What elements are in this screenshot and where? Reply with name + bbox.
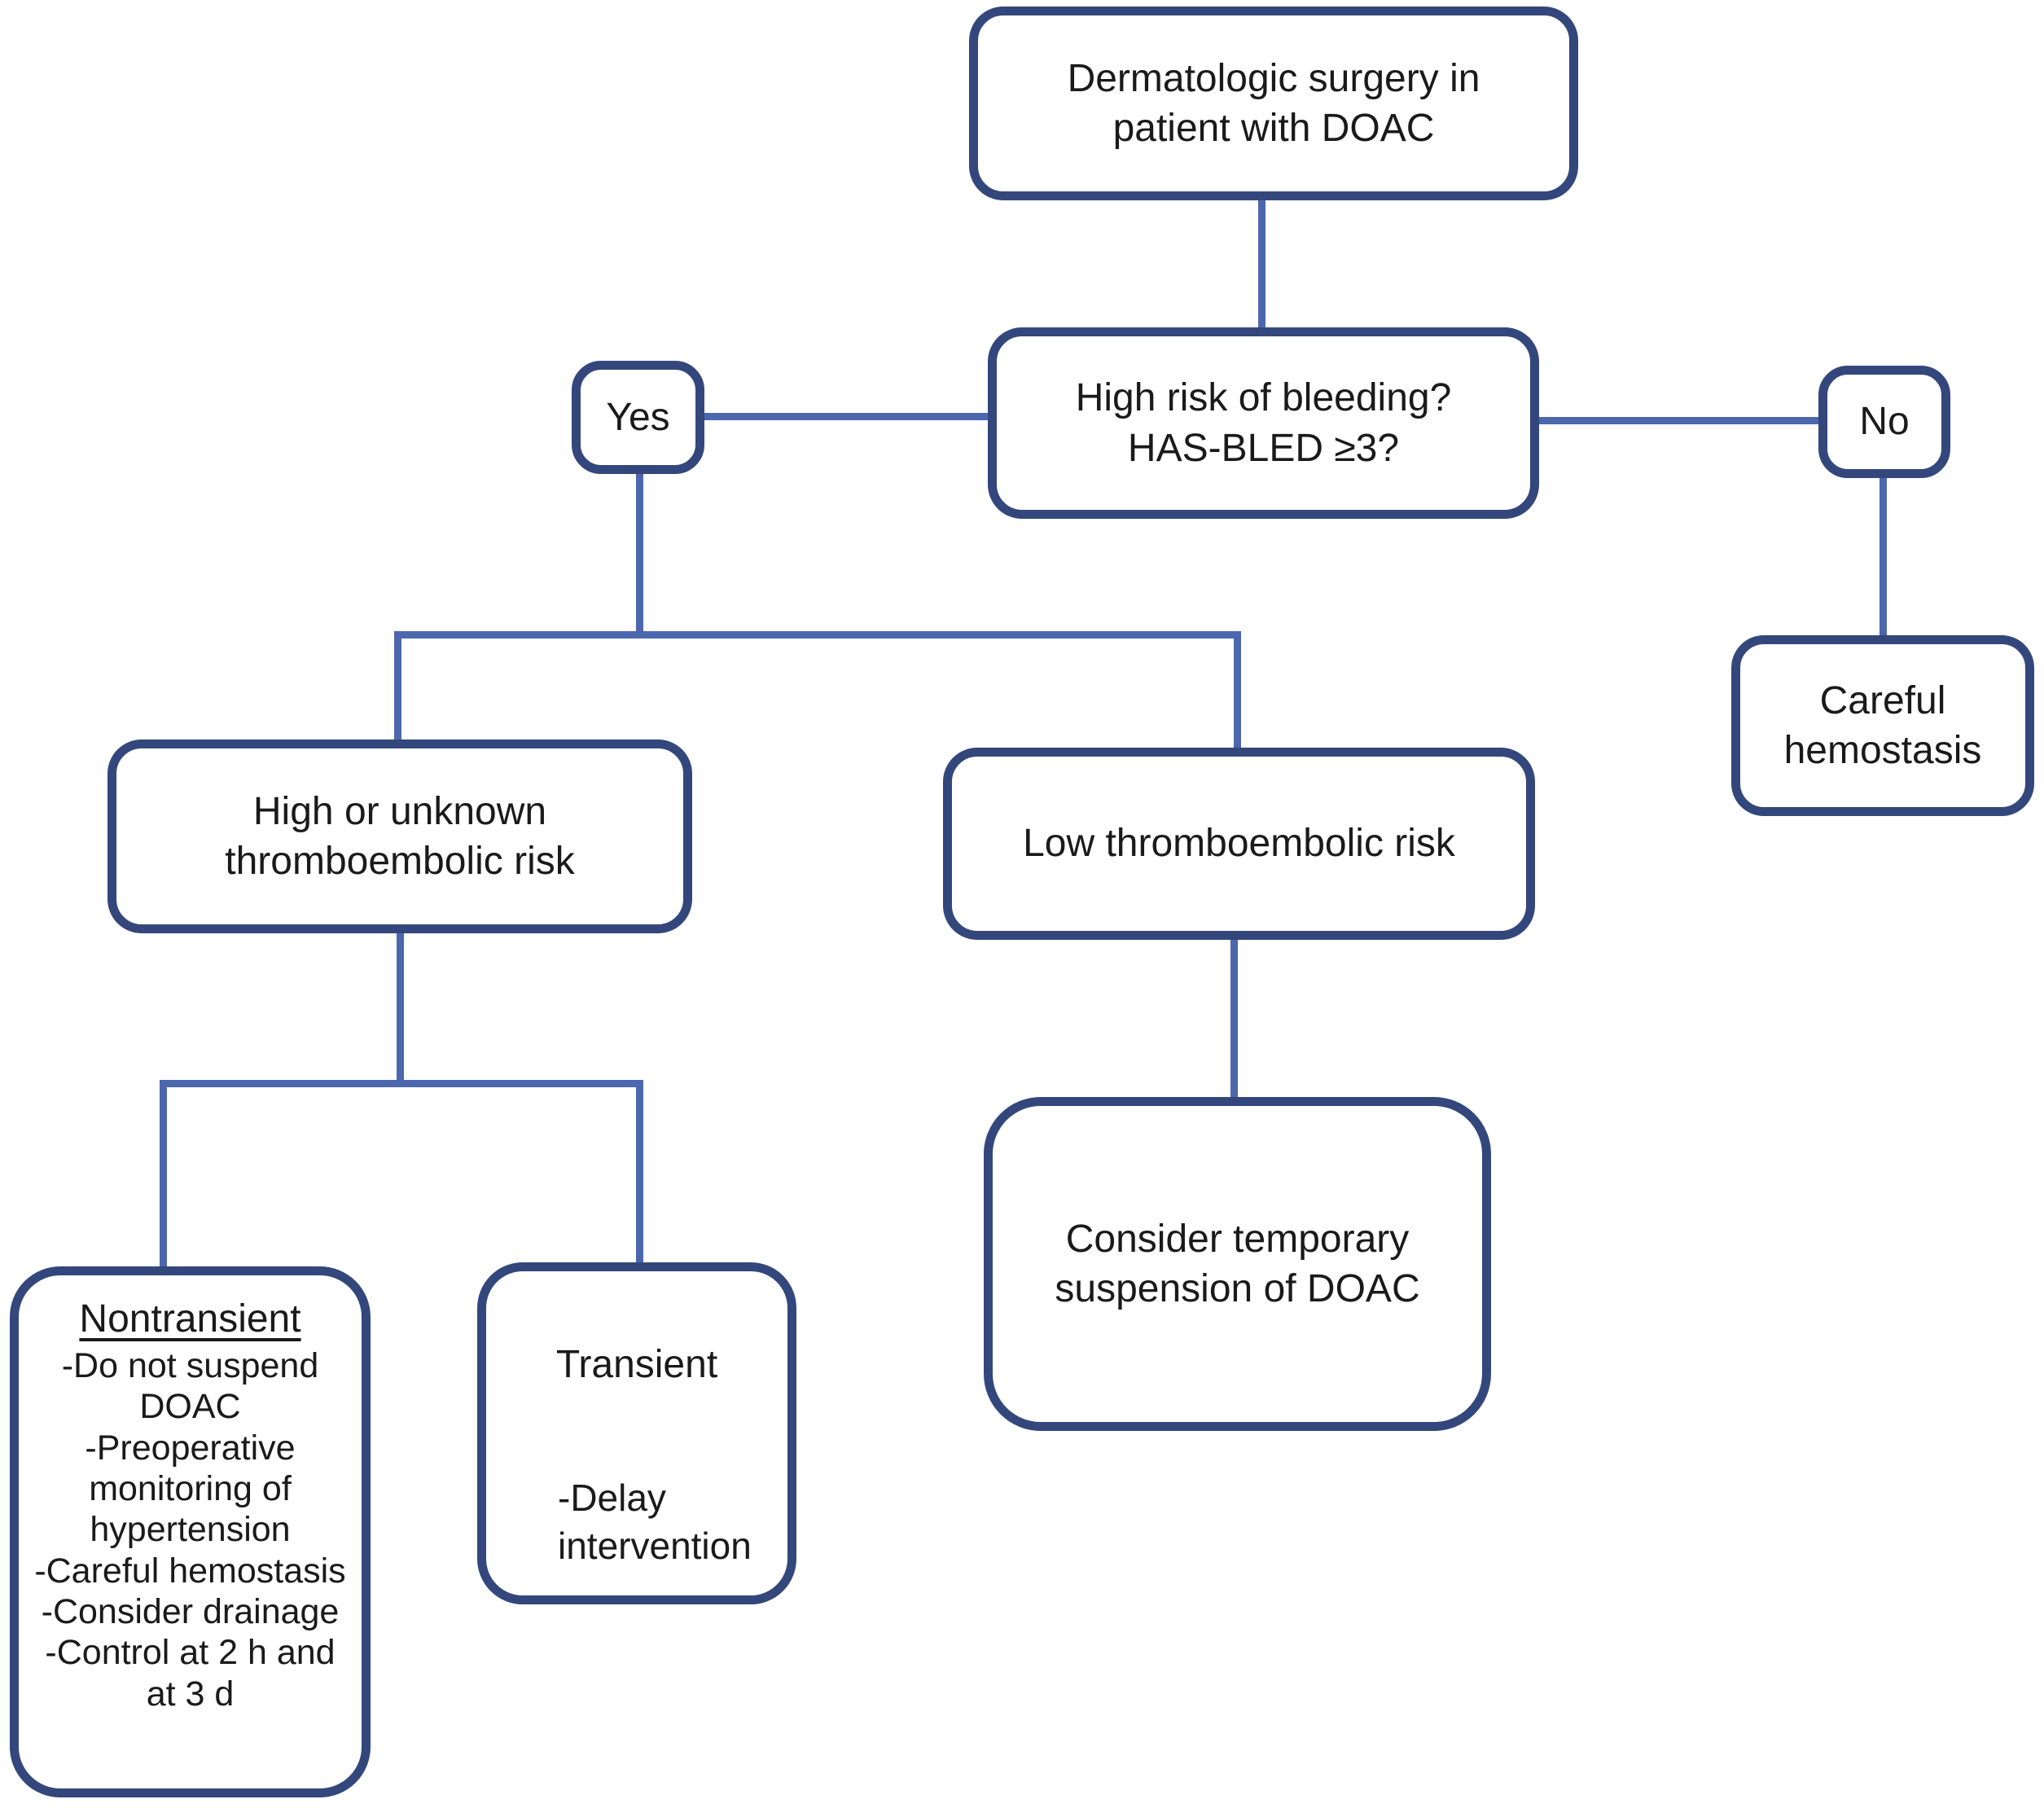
connector-high-unknown-down	[397, 933, 404, 1087]
node-yes: Yes	[572, 361, 704, 474]
list-item: -Do not suspend DOAC	[61, 1346, 319, 1427]
list-item: -Preoperative monitoring of hypertension	[85, 1428, 296, 1550]
node-careful-hemostasis-line1: Careful	[1819, 678, 1946, 722]
node-nontransient-heading: Nontransient	[79, 1297, 301, 1341]
node-bleeding-question-line1: High risk of bleeding?	[1075, 376, 1452, 420]
node-low-risk: Low thromboembolic risk	[943, 748, 1535, 940]
node-high-unknown-risk-line2: thromboembolic risk	[225, 840, 575, 883]
node-high-unknown-risk: High or unknown thromboembolic risk	[107, 739, 692, 933]
connector-no-to-careful-hemostasis	[1880, 476, 1887, 639]
node-no-label: No	[1859, 400, 1910, 444]
connector-branch-to-high-unknown	[394, 631, 401, 743]
node-consider-suspension-line2: suspension of DOAC	[1055, 1267, 1420, 1310]
node-nontransient-items: -Do not suspend DOAC-Preoperative monito…	[30, 1345, 350, 1714]
node-consider-suspension: Consider temporary suspension of DOAC	[984, 1097, 1491, 1431]
connector-low-to-consider-suspension	[1230, 940, 1238, 1100]
list-item: -Consider drainage	[41, 1591, 340, 1631]
node-transient: Transient -Delay intervention	[477, 1262, 796, 1604]
list-item: -Control at 2 h and at 3 d	[45, 1633, 336, 1714]
node-bleeding-question-line2: HAS-BLED ≥3?	[1127, 426, 1400, 470]
node-consider-suspension-line1: Consider temporary	[1065, 1217, 1410, 1261]
connector-high-branch-horizontal	[160, 1080, 643, 1087]
connector-yes-down	[636, 472, 643, 639]
node-nontransient: Nontransient -Do not suspend DOAC-Preope…	[10, 1266, 371, 1797]
node-bleeding-question: High risk of bleeding? HAS-BLED ≥3?	[988, 327, 1539, 519]
list-item: -Careful hemostasis	[34, 1551, 346, 1591]
node-no: No	[1818, 366, 1950, 478]
connector-start-to-bleeding	[1258, 199, 1265, 331]
node-careful-hemostasis-line2: hemostasis	[1783, 729, 1982, 772]
node-careful-hemostasis: Careful hemostasis	[1731, 635, 2034, 816]
node-start-line1: Dermatologic surgery in	[1067, 56, 1480, 100]
connector-yes-branch-horizontal	[394, 631, 1241, 639]
connector-branch-to-low-risk	[1234, 631, 1241, 751]
connector-branch-to-transient	[636, 1080, 643, 1266]
node-start-line2: patient with DOAC	[1112, 107, 1435, 150]
node-high-unknown-risk-line1: High or unknown	[252, 789, 547, 833]
node-transient-heading: Transient	[555, 1343, 718, 1386]
node-transient-items: -Delay intervention	[558, 1474, 765, 1570]
node-start: Dermatologic surgery in patient with DOA…	[969, 7, 1578, 200]
list-item: -Delay intervention	[558, 1477, 752, 1568]
connector-branch-to-nontransient	[160, 1080, 167, 1270]
node-low-risk-label: Low thromboembolic risk	[1023, 822, 1455, 866]
node-yes-label: Yes	[606, 395, 670, 439]
connector-bleeding-to-no	[1537, 417, 1821, 424]
connector-bleeding-to-yes	[702, 413, 990, 420]
